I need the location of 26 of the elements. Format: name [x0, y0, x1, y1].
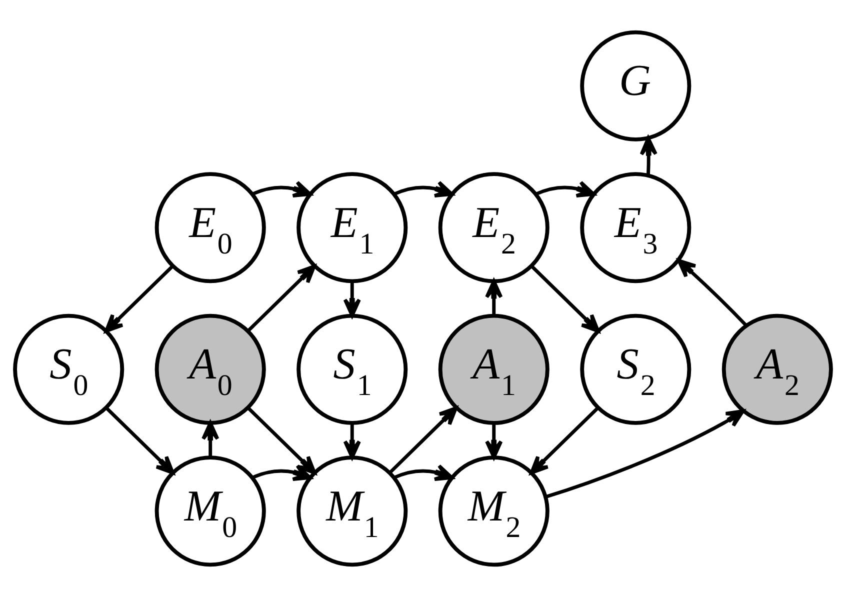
node-circle: S$_{1}$ — [296, 314, 408, 425]
node-circle: A$_{0}$ — [154, 314, 266, 425]
arrow — [545, 409, 745, 498]
arrow — [640, 136, 658, 176]
arrow — [485, 422, 503, 459]
arrow — [394, 464, 454, 482]
arrow — [530, 265, 600, 333]
arrow — [252, 180, 312, 198]
arrow — [105, 406, 174, 475]
node-circle: E$_{0}$ — [154, 172, 266, 284]
arrow — [104, 265, 174, 333]
arrow — [343, 281, 361, 318]
arrow — [535, 180, 596, 198]
arrow — [202, 421, 220, 458]
node-circle: E$_{3}$ — [580, 172, 692, 284]
node-circle: E$_{2}$ — [438, 172, 550, 284]
arrow — [388, 406, 458, 474]
arrow — [394, 180, 454, 198]
arrow — [343, 422, 361, 459]
node-circle: G — [580, 30, 692, 142]
arrow — [252, 464, 312, 482]
arrow — [485, 279, 503, 316]
arrow — [530, 406, 599, 475]
arrow — [246, 264, 316, 332]
arrow — [677, 258, 748, 327]
node-circle: A$_{2}$ — [722, 314, 833, 425]
